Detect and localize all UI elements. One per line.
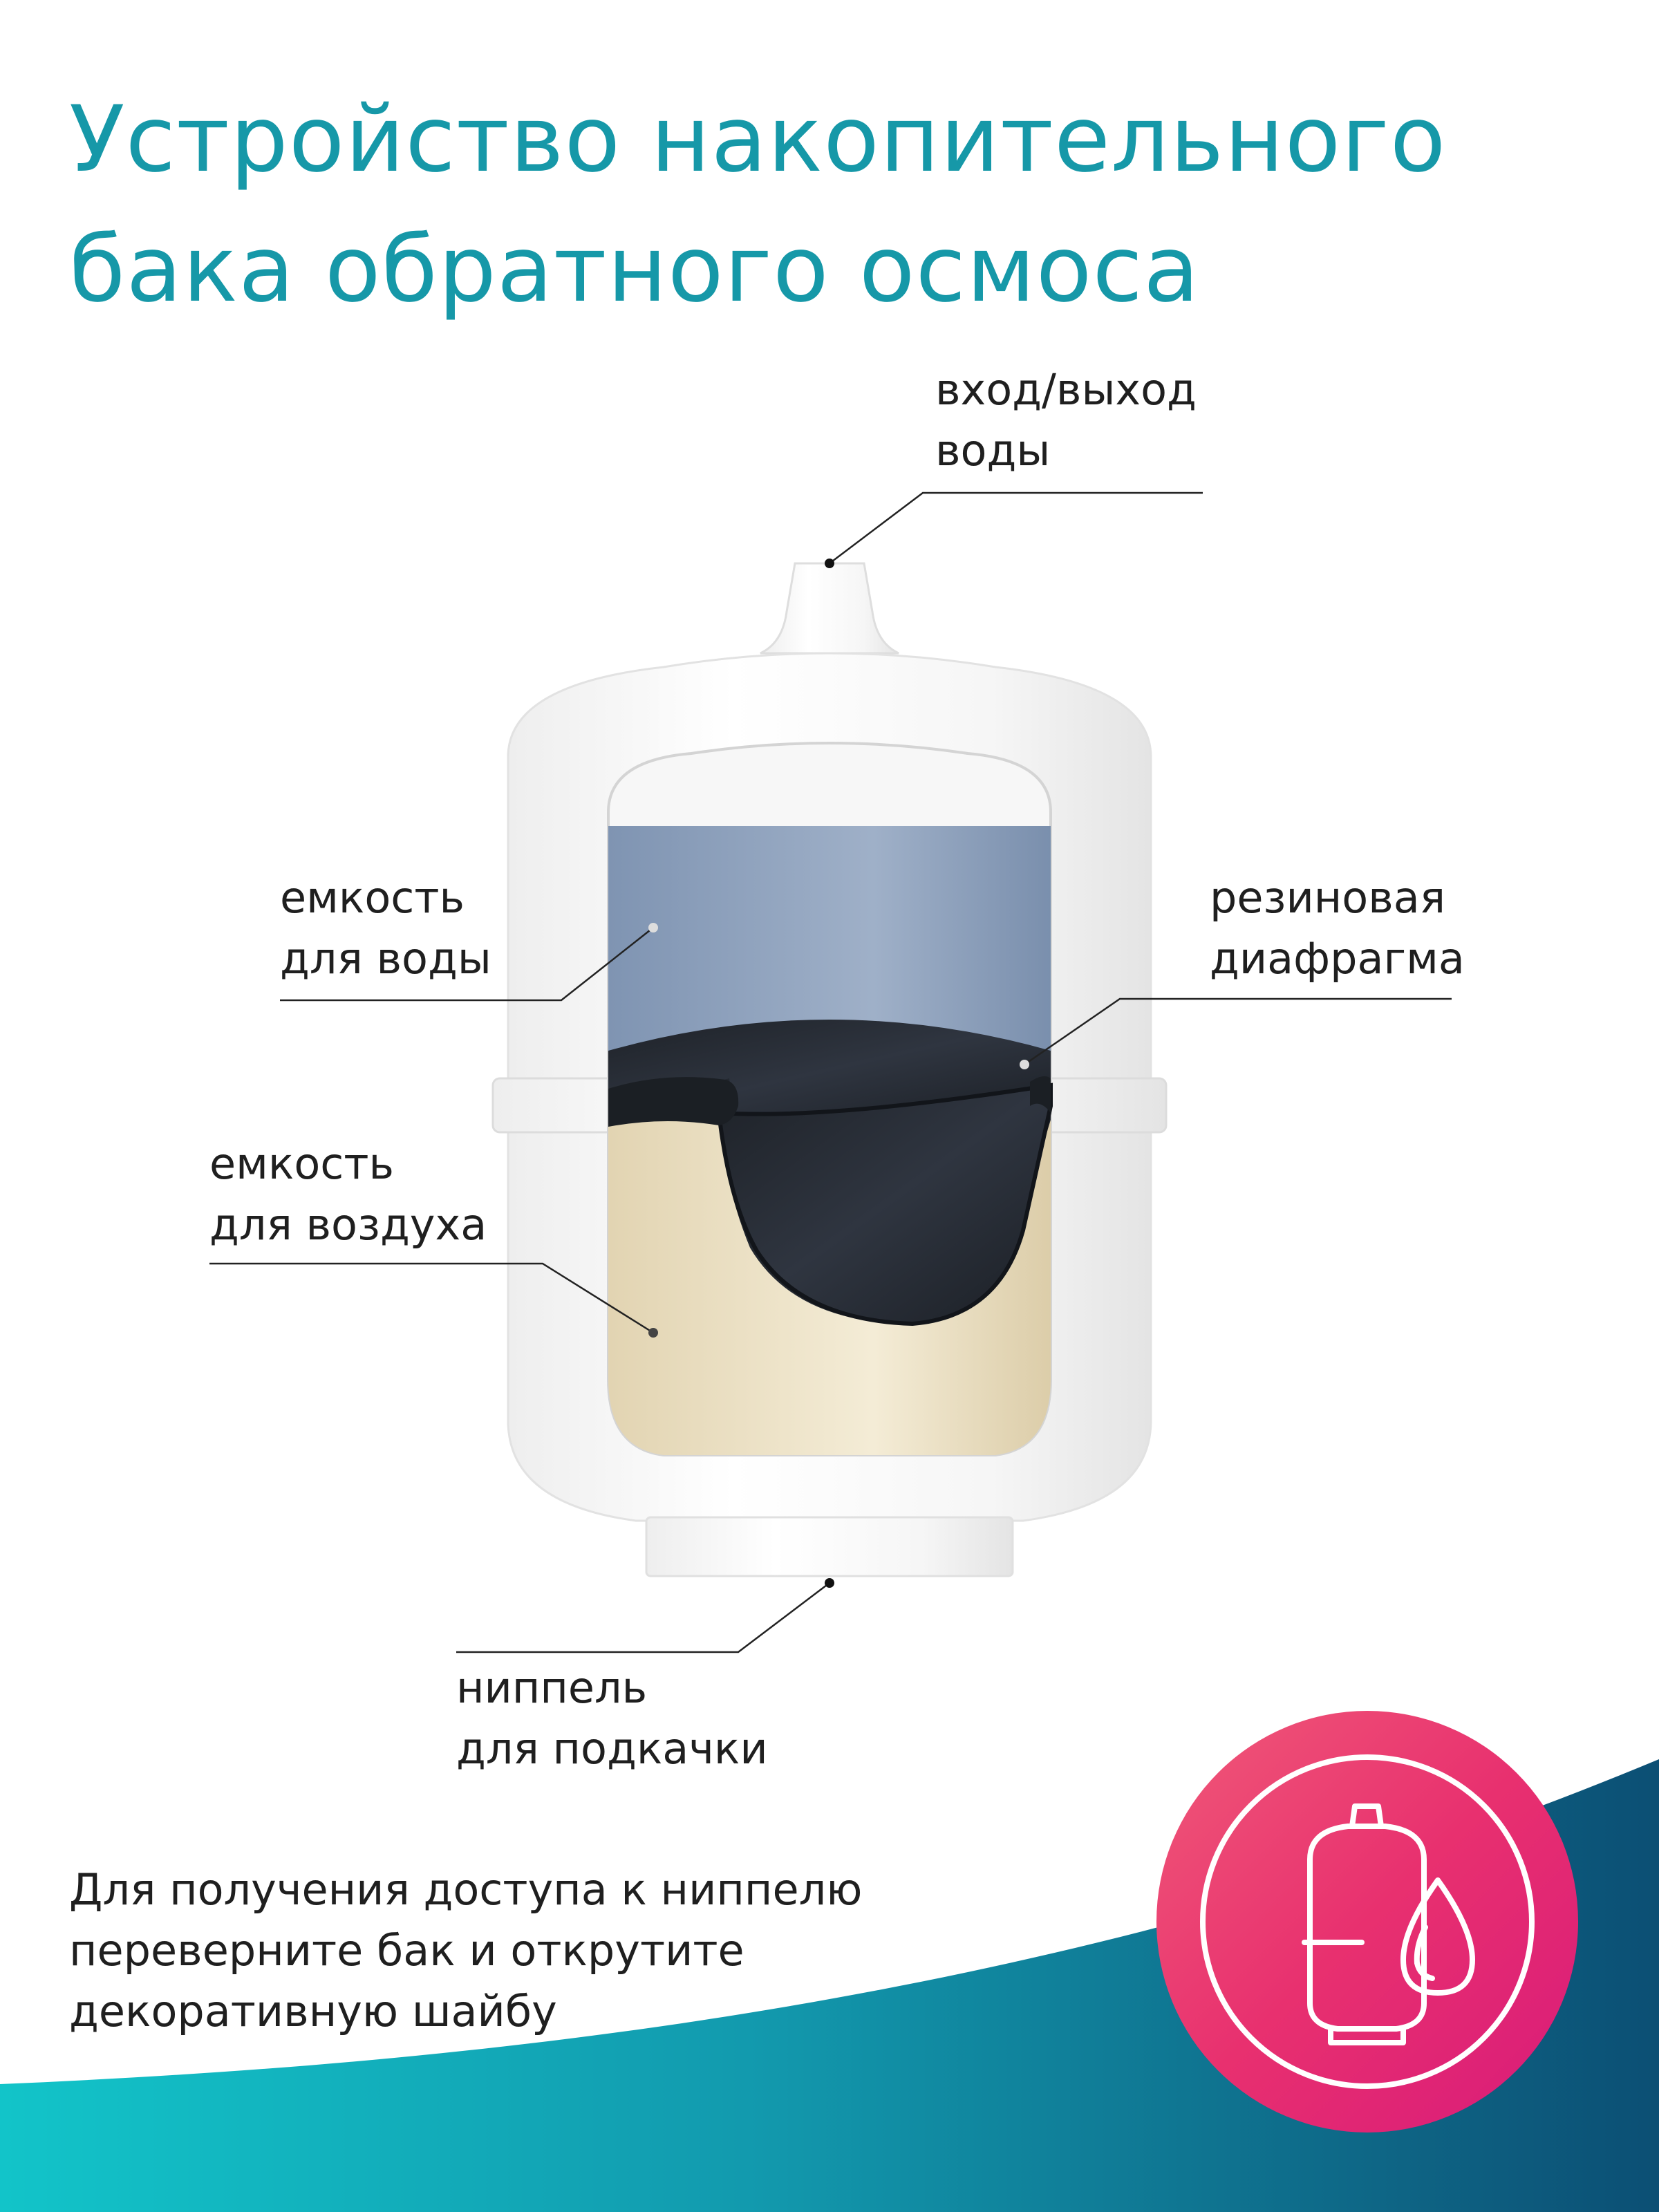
note-line-2: переверните бак и открутите xyxy=(69,1925,744,1976)
title-line-1: Устройство накопительного xyxy=(69,86,1447,193)
note-line-1: Для получения доступа к ниппелю xyxy=(69,1864,863,1915)
leader-water-dot xyxy=(648,923,658,932)
leader-diaphragm xyxy=(1024,997,1452,1066)
label-diaphragm-line-1: резиновая xyxy=(1210,872,1446,923)
note-line-3: декоративную шайбу xyxy=(69,1986,557,2036)
label-air: емкость для воздуха xyxy=(209,1134,487,1255)
label-inlet: вход/выход воды xyxy=(935,359,1197,481)
label-inlet-line-2: воды xyxy=(935,425,1051,476)
label-water-line-1: емкость xyxy=(280,872,465,923)
label-water: емкость для воды xyxy=(280,868,491,989)
label-diaphragm-line-2: диафрагма xyxy=(1210,933,1465,984)
label-nipple-line-2: для подкачки xyxy=(456,1723,768,1774)
label-inlet-line-1: вход/выход xyxy=(935,364,1197,415)
label-air-line-1: емкость xyxy=(209,1138,395,1189)
label-air-line-2: для воздуха xyxy=(209,1199,487,1250)
title-line-2: бака обратного осмоса xyxy=(69,216,1200,323)
leader-diaphragm-dot xyxy=(1020,1060,1029,1069)
leader-air-dot xyxy=(648,1328,658,1338)
leader-air xyxy=(209,1262,654,1334)
badge xyxy=(1156,1711,1578,2133)
label-diaphragm: резиновая диафрагма xyxy=(1210,868,1465,989)
label-nipple-line-1: ниппель xyxy=(456,1662,648,1713)
label-nipple: ниппель для подкачки xyxy=(456,1658,768,1779)
leader-inlet-dot xyxy=(825,559,834,568)
diaphragm-right-lip xyxy=(1030,1076,1051,1113)
leader-water xyxy=(280,927,654,1002)
tank-nozzle xyxy=(760,562,899,655)
leader-inlet xyxy=(829,491,1203,564)
wave-shape xyxy=(0,1759,1659,2212)
label-water-line-2: для воды xyxy=(280,933,491,984)
tank-water-drop-icon xyxy=(1302,1803,1475,2045)
page-title: Устройство накопительного бака обратного… xyxy=(69,75,1446,335)
instruction-note: Для получения доступа к ниппелю переверн… xyxy=(69,1859,862,2042)
leader-nipple xyxy=(456,1582,830,1653)
tank-base xyxy=(645,1516,1014,1577)
diaphragm-left-lip xyxy=(608,1077,739,1127)
diaphragm-body xyxy=(716,1082,1053,1327)
leader-nipple-dot xyxy=(825,1578,834,1588)
